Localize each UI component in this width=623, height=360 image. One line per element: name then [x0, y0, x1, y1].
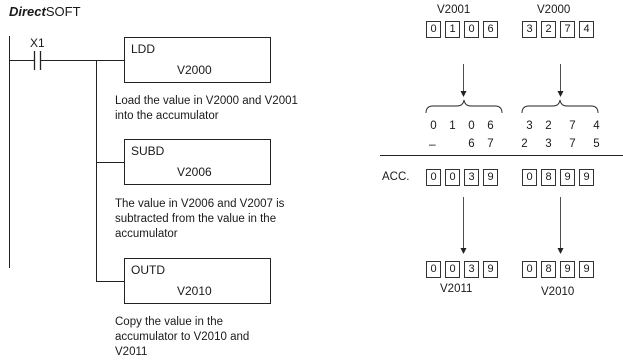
- calc-operand2-digit: 7: [569, 138, 576, 150]
- source-high-digit: 0: [464, 21, 479, 38]
- accumulator-digit: 9: [483, 169, 498, 186]
- accumulator-digit: 0: [426, 169, 441, 186]
- outd-description: Copy the value in the accumulator to V20…: [115, 316, 250, 358]
- subd-instruction-box: SUBD V2006: [124, 139, 271, 185]
- register-label-low: V2000: [537, 4, 571, 16]
- calc-operand2-digit: 3: [545, 138, 552, 150]
- source-low-digit: 7: [560, 21, 575, 38]
- accumulator-digit: 9: [560, 169, 575, 186]
- accumulator-digit: 0: [445, 169, 460, 186]
- subd-description: The value in V2006 and V2007 is subtract…: [115, 198, 285, 240]
- calc-operand1-digit: 3: [526, 120, 533, 132]
- calc-operand1-digit: 0: [468, 120, 475, 132]
- result-high-digit: 0: [445, 261, 460, 278]
- source-low-digit: 4: [579, 21, 594, 38]
- instruction-op: LDD: [131, 42, 156, 56]
- result-low-digit: 8: [541, 261, 556, 278]
- calc-operand2-digit: 2: [521, 138, 528, 150]
- outd-instruction-box: OUTD V2010: [124, 258, 271, 304]
- minus-sign: –: [429, 137, 436, 151]
- result-label-high: V2011: [440, 283, 473, 295]
- ldd-description: Load the value in V2000 and V2001 into t…: [115, 95, 298, 122]
- calc-operand2-digit: 7: [487, 138, 494, 150]
- accumulator-digit: 0: [522, 169, 537, 186]
- calc-operand1-digit: 6: [487, 120, 494, 132]
- calc-operand2-digit: 6: [468, 138, 475, 150]
- instruction-op: OUTD: [131, 263, 165, 277]
- accumulator-digit: 3: [464, 169, 479, 186]
- instruction-operand: V2006: [177, 165, 212, 179]
- contact-label: X1: [30, 36, 45, 50]
- source-high-digit: 6: [483, 21, 498, 38]
- result-low-digit: 9: [579, 261, 594, 278]
- calc-operand1-digit: 4: [593, 120, 600, 132]
- result-high-digit: 3: [464, 261, 479, 278]
- source-low-digit: 2: [541, 21, 556, 38]
- accumulator-digit: 8: [541, 169, 556, 186]
- result-high-digit: 9: [483, 261, 498, 278]
- calc-operand1-digit: 0: [430, 120, 437, 132]
- result-low-digit: 0: [522, 261, 537, 278]
- calc-operand1-digit: 2: [545, 120, 552, 132]
- ldd-instruction-box: LDD V2000: [124, 37, 271, 83]
- result-high-digit: 0: [426, 261, 441, 278]
- source-high-digit: 0: [426, 21, 441, 38]
- calc-operand1-digit: 7: [569, 120, 576, 132]
- brand-logo: DirectSOFT: [9, 4, 81, 19]
- register-label-high: V2001: [437, 4, 471, 16]
- result-low-digit: 9: [560, 261, 575, 278]
- result-label-low: V2010: [541, 286, 575, 298]
- instruction-operand: V2010: [177, 284, 212, 298]
- accumulator-label: ACC.: [382, 171, 410, 183]
- source-high-digit: 1: [445, 21, 460, 38]
- brand-prefix: Direct: [9, 4, 46, 19]
- brand-suffix: SOFT: [45, 4, 81, 19]
- accumulator-digit: 9: [579, 169, 594, 186]
- source-low-digit: 3: [522, 21, 537, 38]
- calc-operand2-digit: 5: [593, 138, 600, 150]
- calc-operand1-digit: 1: [449, 120, 456, 132]
- instruction-operand: V2000: [177, 63, 212, 77]
- instruction-op: SUBD: [131, 144, 165, 158]
